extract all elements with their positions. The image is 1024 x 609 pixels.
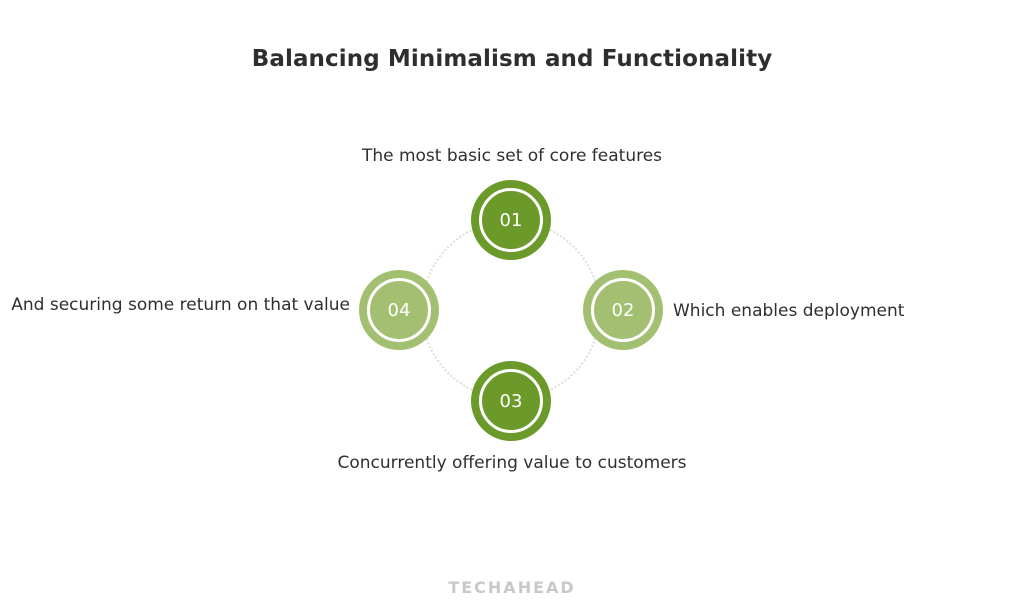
step-number-03: 03 [479, 369, 543, 433]
step-label-03: Concurrently offering value to customers [337, 453, 687, 473]
step-node-03: 03 [471, 361, 551, 441]
step-number-02: 02 [591, 278, 655, 342]
step-label-01: The most basic set of core features [361, 146, 663, 166]
brand-logo: TECHAHEAD [448, 578, 576, 597]
step-node-04: 04 [359, 270, 439, 350]
step-node-02: 02 [583, 270, 663, 350]
step-node-01: 01 [471, 180, 551, 260]
step-number-04: 04 [367, 278, 431, 342]
step-number-01: 01 [479, 188, 543, 252]
step-label-04: And securing some return on that value [11, 295, 350, 315]
step-label-02: Which enables deployment [673, 301, 905, 321]
diagram-title: Balancing Minimalism and Functionality [251, 46, 773, 72]
